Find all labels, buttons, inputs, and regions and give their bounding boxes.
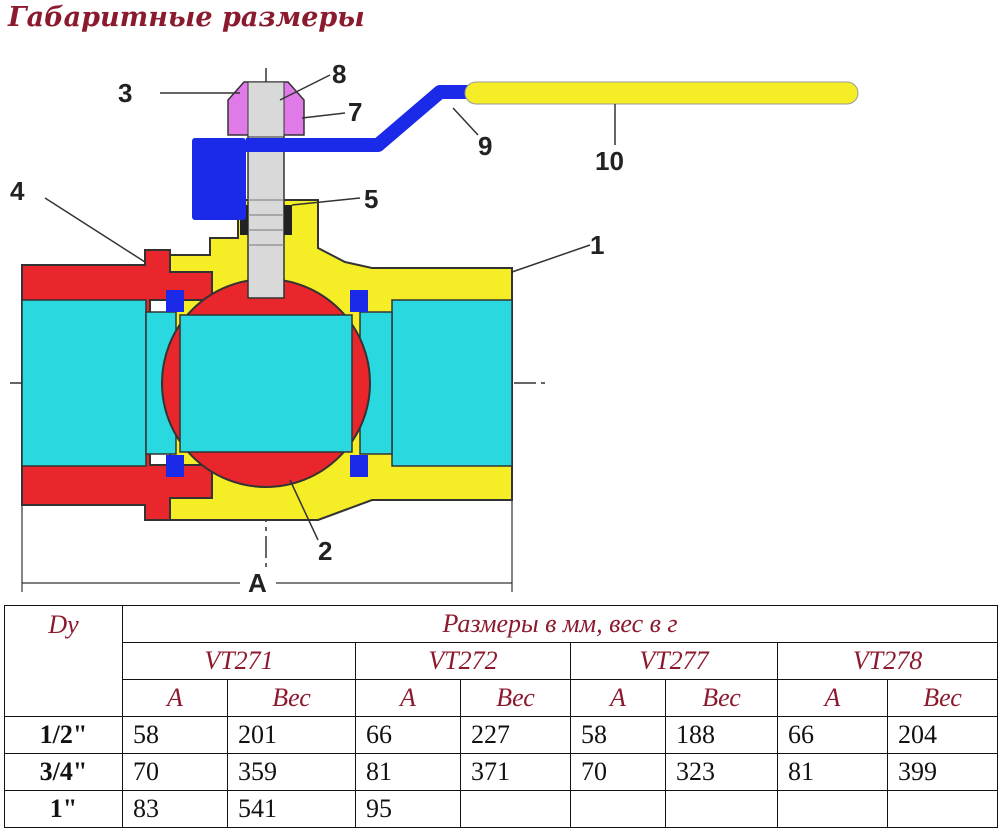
- value-cell: 227: [460, 716, 571, 754]
- value-cell: 83: [122, 790, 228, 828]
- callout-2: 2: [318, 536, 332, 566]
- value-cell: 371: [460, 753, 571, 791]
- seal-top-left: [166, 290, 184, 312]
- leader-2: [289, 479, 319, 541]
- subheader-weight: Вес: [227, 679, 356, 717]
- value-cell: 399: [886, 753, 999, 791]
- value-cell: 66: [355, 716, 461, 754]
- nut-core: [247, 81, 285, 138]
- dimensions-header: Размеры в мм, вес в г: [121, 605, 999, 643]
- valve-stem: [247, 129, 285, 299]
- value-cell: [777, 790, 888, 828]
- leader-5: [291, 197, 361, 206]
- ball-bore: [179, 314, 353, 453]
- value-cell: 359: [227, 753, 356, 791]
- left-bore: [21, 299, 147, 467]
- handle-grip-block: [192, 138, 246, 220]
- stem-oring-right: [284, 205, 292, 235]
- value-cell: 81: [777, 753, 888, 791]
- ball-valve-diagram: 1 2 3 4 5 7 8 9 10 A: [10, 59, 859, 598]
- subheader-a: A: [777, 679, 888, 717]
- handle-lever-yellow: [464, 81, 859, 105]
- leader-7: [301, 112, 346, 119]
- value-cell: [886, 790, 999, 828]
- leader-8: [279, 74, 331, 101]
- dimension-label-a: A: [248, 568, 267, 598]
- leader-9: [452, 107, 479, 136]
- subheader-a: A: [355, 679, 461, 717]
- model-header: VT277: [570, 642, 778, 680]
- size-cell: 3/4": [4, 753, 123, 791]
- right-bore: [391, 299, 513, 467]
- value-cell: 70: [570, 753, 666, 791]
- value-cell: 541: [227, 790, 356, 828]
- value-cell: 66: [777, 716, 888, 754]
- seal-bottom-right: [350, 455, 368, 477]
- leader-1: [511, 244, 591, 273]
- page-title: Габаритные размеры: [8, 2, 365, 33]
- value-cell: [460, 790, 571, 828]
- value-cell: [665, 790, 778, 828]
- handle-lever-blue: [246, 85, 472, 152]
- subheader-weight: Вес: [665, 679, 778, 717]
- dy-header: Dy: [4, 605, 123, 717]
- value-cell: 70: [122, 753, 228, 791]
- value-cell: 58: [570, 716, 666, 754]
- model-header: VT271: [122, 642, 356, 680]
- stem-oring-left: [240, 205, 248, 235]
- seal-bottom-left: [166, 455, 184, 477]
- callout-10: 10: [595, 146, 624, 176]
- value-cell: [570, 790, 666, 828]
- value-cell: 58: [122, 716, 228, 754]
- value-cell: 323: [665, 753, 778, 791]
- callout-7: 7: [348, 97, 362, 127]
- model-header: VT278: [776, 642, 999, 680]
- callout-5: 5: [364, 184, 378, 214]
- value-cell: 81: [355, 753, 461, 791]
- value-cell: 201: [227, 716, 356, 754]
- seal-top-right: [350, 290, 368, 312]
- size-cell: 1/2": [4, 716, 123, 754]
- callout-4: 4: [10, 176, 25, 206]
- value-cell: 95: [355, 790, 461, 828]
- leader-4: [44, 197, 146, 263]
- subheader-weight: Вес: [460, 679, 571, 717]
- callout-9: 9: [478, 131, 492, 161]
- subheader-a: A: [570, 679, 666, 717]
- subheader-weight: Вес: [886, 679, 999, 717]
- size-cell: 1": [4, 790, 123, 828]
- value-cell: 204: [886, 716, 999, 754]
- subheader-a: A: [122, 679, 228, 717]
- model-header: VT272: [355, 642, 571, 680]
- callout-3: 3: [118, 78, 132, 108]
- value-cell: 188: [665, 716, 778, 754]
- callout-1: 1: [590, 230, 604, 260]
- callout-8: 8: [332, 59, 346, 89]
